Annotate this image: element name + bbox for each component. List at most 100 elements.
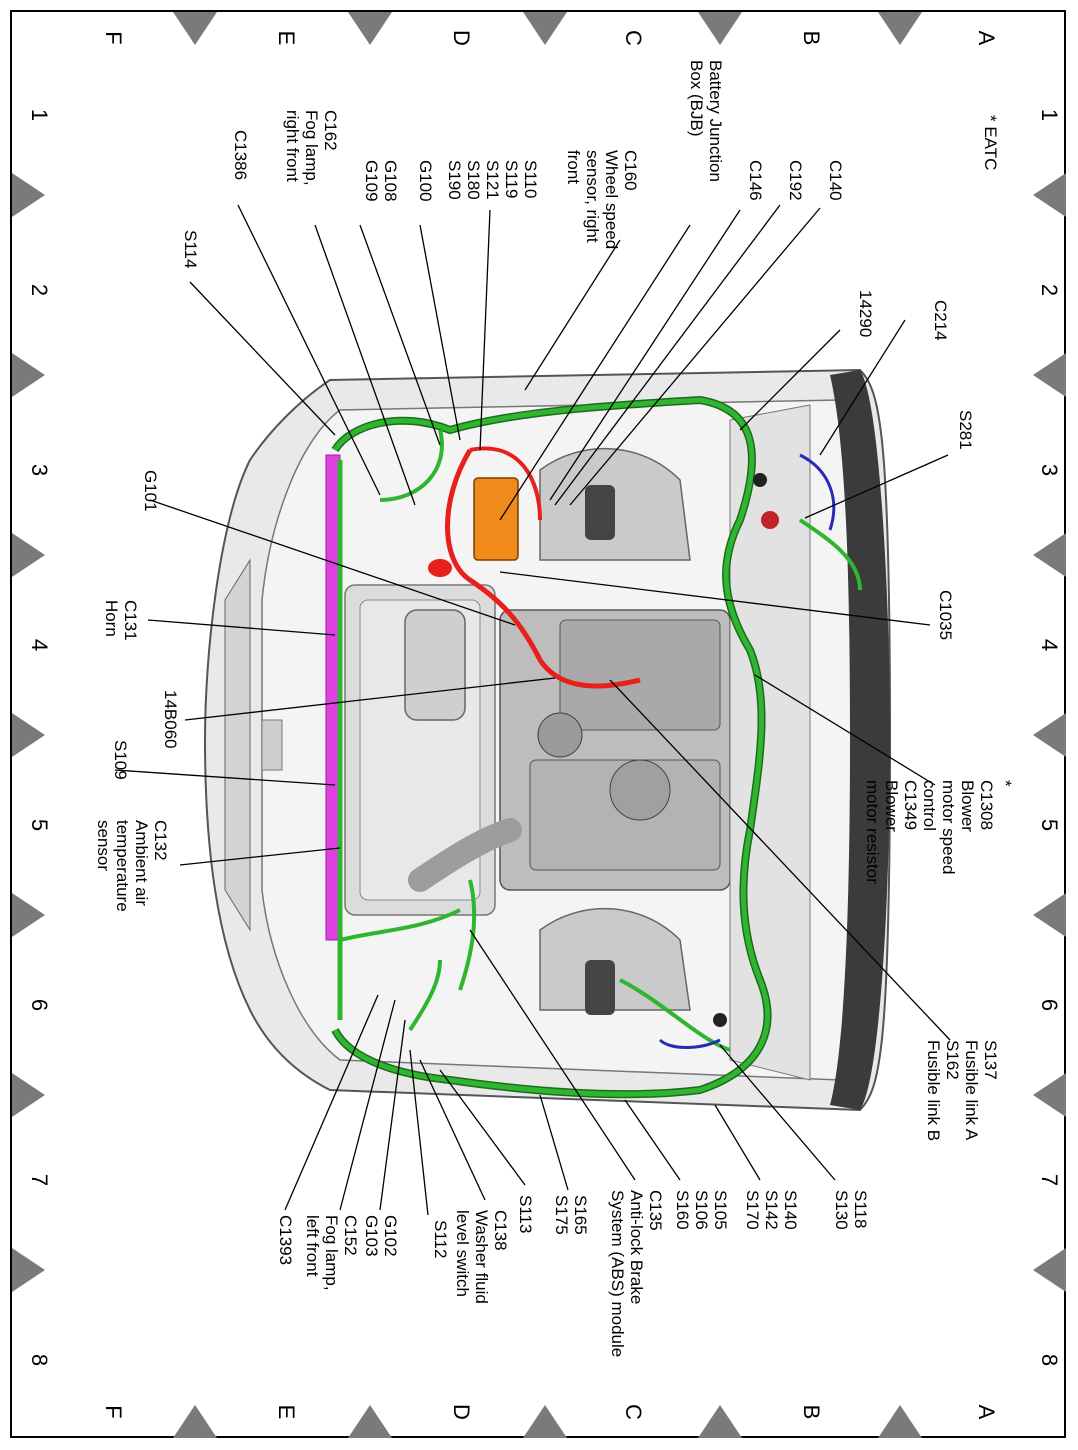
callout-s118-line-1: S130: [832, 1190, 851, 1230]
callout-c162-line-0: C162: [321, 110, 340, 151]
callout-s110: S110S119S121S180S190: [445, 160, 540, 200]
callout-c1308-line-6: Blower: [882, 780, 901, 832]
grid-row-b-bottom: B: [799, 1405, 824, 1420]
grid-col-6-left: 6: [27, 999, 52, 1011]
callout-c140: C140: [826, 160, 845, 201]
callout-c162-line-2: right front: [283, 110, 302, 182]
callout-s137-line-0: S137: [981, 1040, 1000, 1080]
marker-left-3: [12, 713, 45, 757]
callout-g102-line-1: G103: [362, 1215, 381, 1257]
callout-c135-line-2: System (ABS) module: [608, 1190, 627, 1357]
callout-14290: 14290: [856, 290, 875, 337]
marker-top-0: [878, 12, 922, 45]
grid-row-c-top: C: [621, 30, 646, 46]
marker-bottom-1: [698, 1405, 742, 1438]
marker-top-1: [698, 12, 742, 45]
callout-14290-line-0: 14290: [856, 290, 875, 337]
marker-right-5: [1033, 1073, 1066, 1117]
grid-row-b-top: B: [799, 31, 824, 46]
callout-c152-line-0: C152: [341, 1215, 360, 1256]
callout-c192-line-0: C192: [786, 160, 805, 201]
callout-s112: S112: [431, 1220, 450, 1258]
callout-c1308-line-2: Blower: [958, 780, 977, 832]
callout-c132-line-3: sensor: [94, 820, 113, 871]
callout-14b060-line-0: 14B060: [161, 690, 180, 749]
marker-left-0: [12, 173, 45, 217]
marker-bottom-0: [878, 1405, 922, 1438]
callout-c160-line-2: sensor, right: [583, 150, 602, 243]
grid-col-8-right: 8: [1037, 1354, 1062, 1366]
grid-col-3-right: 3: [1037, 464, 1062, 476]
marker-right-0: [1033, 173, 1066, 217]
marker-right-1: [1033, 353, 1066, 397]
callout-s110-line-2: S121: [483, 160, 502, 200]
marker-left-1: [12, 353, 45, 397]
callout-c192: C192: [786, 160, 805, 201]
callout-g101: G101: [141, 470, 160, 512]
callout-c160: C160Wheel speedsensor, rightfront: [564, 150, 640, 249]
callout-s140-line-1: S142: [762, 1190, 781, 1230]
callout-s105-line-2: S160: [673, 1190, 692, 1230]
callout-c160-line-1: Wheel speed: [602, 150, 621, 249]
marker-left-5: [12, 1073, 45, 1117]
callout-s140-line-0: S140: [781, 1190, 800, 1230]
grid-row-c-bottom: C: [621, 1404, 646, 1420]
callout-s110-line-3: S180: [464, 160, 483, 200]
callout-c132-line-0: C132: [151, 820, 170, 861]
battery-junction-box: [473, 477, 519, 561]
callout-note-line-0: * EATC: [981, 115, 1000, 170]
grid-col-5-right: 5: [1037, 819, 1062, 831]
grid-col-2-left: 2: [27, 284, 52, 296]
callout-c135-line-0: C135: [646, 1190, 665, 1231]
callout-c138-line-2: level switch: [453, 1210, 472, 1297]
callout-s113-line-0: S113: [516, 1195, 535, 1233]
grid-row-a-bottom: A: [974, 1405, 999, 1420]
callout-s165: S165S175: [552, 1195, 590, 1235]
callout-c1308-line-5: C1349: [901, 780, 920, 830]
marker-top-3: [348, 12, 392, 45]
leader-lines: [114, 204, 951, 1216]
grid-col-7-right: 7: [1037, 1174, 1062, 1186]
callout-s109-line-0: S109: [111, 740, 130, 780]
grid-col-1-left: 1: [27, 109, 52, 121]
callout-c214: C214: [931, 300, 950, 341]
callout-s110-line-1: S119: [502, 160, 521, 198]
callout-14b060: 14B060: [161, 690, 180, 749]
callout-c135: C135Anti-lock BrakeSystem (ABS) module: [608, 1190, 665, 1357]
callout-s137-line-2: S162: [943, 1040, 962, 1080]
callout-c132-line-2: temperature: [113, 820, 132, 912]
callout-s140: S140S142S170: [743, 1190, 800, 1230]
grid-row-a-top: A: [974, 31, 999, 46]
callout-g108-line-1: G109: [362, 160, 381, 202]
callout-c1308-line-3: motor speed: [939, 780, 958, 875]
grid-col-8-left: 8: [27, 1354, 52, 1366]
callout-c138-line-1: Washer fluid: [472, 1210, 491, 1304]
callout-c1308-line-0: *: [996, 780, 1015, 787]
callout-s165-line-1: S175: [552, 1195, 571, 1235]
callout-g108: G108G109: [362, 160, 400, 202]
callout-s110-line-0: S110: [521, 160, 540, 198]
grid-markers: [12, 12, 1066, 1438]
callout-c152-line-1: Fog lamp,: [322, 1215, 341, 1291]
callout-c132: C132Ambient airtemperaturesensor: [94, 820, 170, 912]
callout-c152-line-2: left front: [303, 1215, 322, 1277]
callout-bjb-line-1: Box (BJB): [687, 60, 706, 137]
callout-c1393-line-0: C1393: [276, 1215, 295, 1265]
callout-c1035-line-0: C1035: [936, 590, 955, 640]
callout-c160-line-3: front: [564, 150, 583, 184]
callout-s165-line-0: S165: [571, 1195, 590, 1235]
callout-s281: S281: [956, 410, 975, 450]
callout-c1308: *C1308Blowermotor speedcontrolC1349Blowe…: [863, 780, 1015, 884]
callout-bjb: Battery JunctionBox (BJB): [687, 60, 725, 182]
callout-c140-line-0: C140: [826, 160, 845, 201]
marker-right-2: [1033, 533, 1066, 577]
callout-s114: S114: [181, 230, 200, 268]
callout-c131-line-0: C131: [121, 600, 140, 641]
marker-right-3: [1033, 713, 1066, 757]
callout-note: * EATC: [981, 115, 1000, 170]
callout-c214-line-0: C214: [931, 300, 950, 341]
callout-s140-line-2: S170: [743, 1190, 762, 1230]
callout-s110-line-4: S190: [445, 160, 464, 200]
grid-col-1-right: 1: [1037, 109, 1062, 121]
